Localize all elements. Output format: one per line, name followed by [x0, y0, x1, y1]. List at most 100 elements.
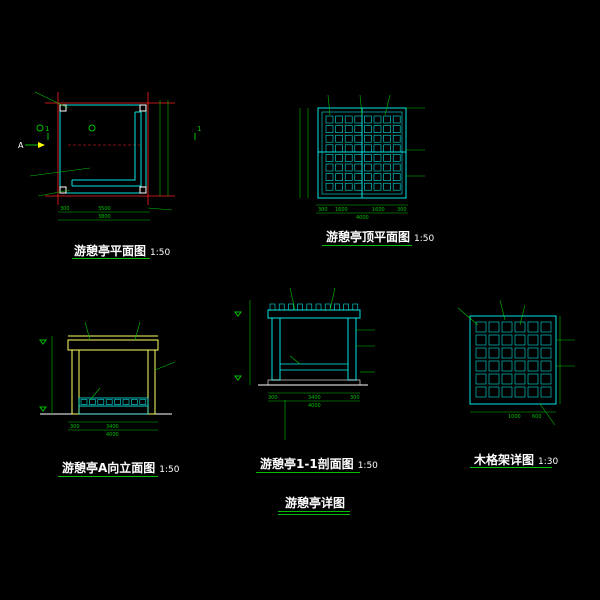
sheet-title: 游憩亭详图	[285, 496, 346, 510]
plan-bench	[72, 112, 142, 187]
roof-lattice-cell	[344, 134, 353, 143]
elevation-leader	[134, 321, 141, 341]
detail-lattice-cell	[514, 347, 526, 359]
section-scale: 1:50	[357, 461, 378, 471]
roof-lattice-cell	[373, 182, 382, 191]
section-dim-text: 4000	[308, 403, 321, 409]
plan-title-underline	[72, 258, 150, 259]
roof-lattice-cell	[325, 173, 334, 181]
detail-lattice-cell	[501, 321, 513, 333]
detail-title-underline	[470, 467, 552, 468]
elevation-bench-slat	[114, 399, 121, 405]
roof-dim-text: 300	[318, 207, 328, 213]
elevation-bench-base	[78, 405, 149, 415]
detail-lattice-cell	[527, 347, 539, 359]
plan-leader	[37, 189, 71, 197]
elevation-title-underline	[58, 476, 158, 477]
section-dim-text: 300	[350, 395, 360, 401]
roof-lattice-cell	[373, 134, 382, 143]
elevation-leader	[89, 387, 101, 401]
plan-column	[59, 186, 67, 194]
roof-lattice-cell	[335, 115, 343, 124]
plan-floor-outline	[59, 104, 147, 194]
plan-dim-text: 3500	[98, 206, 111, 212]
section-leader	[329, 287, 336, 311]
detail-lattice-cell	[475, 334, 487, 346]
plan-view: A 1 1 3500 300 3800	[18, 91, 201, 221]
detail-lattice-cell	[501, 360, 513, 372]
plan-leader	[147, 207, 173, 211]
detail-lattice-cell	[514, 321, 526, 333]
roof-lattice-cell	[344, 173, 353, 181]
roof-lattice-cell	[325, 115, 334, 124]
roof-dim-text: 4000	[356, 215, 369, 221]
roof-lattice-cell	[325, 134, 334, 143]
roof-lattice-cell	[392, 173, 401, 181]
plan-title-text: 游憩亭平面图	[74, 244, 147, 258]
roof-lattice-cell	[373, 115, 382, 124]
section-rafter	[269, 303, 276, 311]
detail-lattice-cell	[475, 373, 487, 385]
roof-lattice-cell	[344, 154, 353, 162]
elevation-view: 3400 300 4000	[39, 321, 176, 438]
section-view: 300 3400 300 4000	[234, 287, 375, 440]
sheet-title-underline-2	[278, 514, 350, 515]
roof-title-text: 游憩亭顶平面图	[326, 230, 411, 244]
detail-lattice-cell	[488, 321, 500, 333]
roof-lattice-cell	[383, 125, 391, 133]
roof-lattice-cell	[335, 182, 343, 191]
detail-lattice-cell	[488, 360, 500, 372]
detail-lattice-cell	[540, 386, 552, 398]
plan-section-mark-right: 1	[197, 125, 201, 133]
detail-lattice-cell	[488, 334, 500, 346]
detail-lattice-cell	[540, 373, 552, 385]
section-rafter	[315, 303, 322, 311]
elevation-title-text: 游憩亭A向立面图	[62, 461, 156, 475]
roof-leader	[359, 94, 363, 116]
section-rafter	[352, 303, 359, 311]
roof-lattice-cell	[383, 134, 391, 143]
roof-lattice-cell	[325, 163, 334, 172]
plan-column	[59, 104, 67, 112]
detail-lattice-cell	[501, 373, 513, 385]
detail-lattice-cell	[527, 360, 539, 372]
detail-lattice-cell	[540, 347, 552, 359]
section-title-text: 游憩亭1-1剖面图	[260, 457, 354, 471]
roof-lattice-cell	[373, 163, 382, 172]
section-leader	[289, 287, 296, 311]
elevation-level-mark	[39, 339, 47, 345]
detail-lattice-cell	[488, 386, 500, 398]
section-rafters	[269, 303, 359, 311]
roof-lattice-cell	[373, 125, 382, 133]
roof-title-underline	[322, 245, 412, 246]
detail-lattice-cell	[488, 347, 500, 359]
roof-lattice-cell	[373, 173, 382, 181]
detail-title-text: 木格架详图	[474, 453, 535, 467]
elevation-bench-slat	[97, 399, 105, 405]
detail-scale: 1:30	[538, 457, 559, 467]
roof-lattice-cell	[335, 134, 343, 143]
detail-lattice-cell	[527, 386, 539, 398]
roof-leader	[384, 94, 391, 116]
detail-lattice	[475, 321, 552, 398]
roof-lattice-cell	[383, 115, 391, 124]
section-dim-text: 3400	[308, 395, 321, 401]
detail-lattice-cell	[527, 373, 539, 385]
roof-lattice-cell	[383, 173, 391, 181]
section-leader	[289, 355, 301, 365]
roof-dim-text: 1600	[372, 207, 385, 213]
detail-lattice-cell	[501, 347, 513, 359]
roof-lattice-cell	[392, 163, 401, 172]
plan-view-arrow	[38, 142, 45, 148]
detail-lattice-cell	[514, 386, 526, 398]
detail-lattice-cell	[488, 373, 500, 385]
roof-dim-text: 1600	[335, 207, 348, 213]
roof-lattice-cell	[344, 182, 353, 191]
detail-lattice-cell	[540, 334, 552, 346]
section-rafter	[297, 303, 303, 311]
plan-dim-text: 300	[60, 206, 70, 212]
section-rafter	[334, 303, 340, 311]
